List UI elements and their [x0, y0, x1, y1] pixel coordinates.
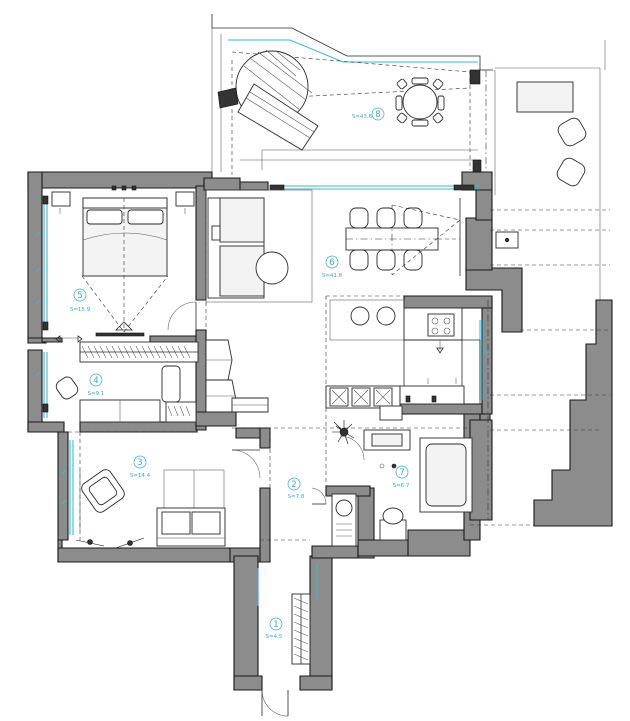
- room-label-4: 4 S=9.1: [88, 373, 105, 397]
- wardrobe-area: [55, 335, 199, 423]
- room-label-1: 1 S=4.5: [266, 617, 283, 640]
- bedroom-furniture: [51, 185, 195, 337]
- room-area: S=14.4: [130, 473, 151, 479]
- spiral-stair-icon: [217, 49, 319, 151]
- room-number: 1: [273, 620, 278, 630]
- room-label-3: 3 S=14.4: [130, 455, 151, 479]
- window-marks: [35, 231, 489, 505]
- room-number: 4: [93, 376, 98, 386]
- dining-set: [345, 198, 519, 276]
- room-label-2: 2 S=7.8: [288, 477, 305, 500]
- hall-cabinets: [205, 339, 269, 413]
- room-number: 5: [77, 291, 82, 301]
- living-furniture: [205, 189, 313, 303]
- chairs-icon: [349, 207, 423, 271]
- room-area: S=6.7: [393, 483, 410, 489]
- doors: [167, 301, 365, 717]
- room-number: 7: [399, 468, 404, 478]
- room-area: S=15.9: [70, 307, 91, 313]
- room-label-8: 8 S=43.6: [352, 107, 385, 121]
- round-table-icon: [255, 251, 289, 285]
- kitchen-sink-icon: [379, 405, 403, 421]
- stove-icon: [427, 313, 455, 337]
- terrace-dining-set: [395, 77, 445, 127]
- room-area: S=41.8: [322, 273, 343, 279]
- entry: [291, 593, 311, 665]
- room-area: S=9.1: [88, 391, 105, 397]
- room-number: 2: [291, 480, 296, 490]
- room-area: S=4.5: [266, 634, 283, 640]
- stool-icon: [350, 306, 370, 326]
- room-number: 8: [375, 110, 380, 120]
- hall: [332, 420, 355, 445]
- room-number: 6: [329, 258, 334, 268]
- room-area: S=43.6: [352, 114, 373, 120]
- windows: [42, 184, 484, 606]
- room3-furniture: [75, 469, 226, 549]
- room-area: S=7.8: [288, 494, 305, 500]
- terrace-lounge: [516, 81, 587, 187]
- room-label-7: 7 S=6.7: [393, 465, 410, 489]
- room-label-5: 5 S=15.9: [70, 288, 91, 313]
- bathroom: [331, 429, 473, 547]
- room-number: 3: [137, 458, 142, 468]
- room-label-6: 6 S=41.8: [322, 255, 343, 279]
- nightstand-icon: [51, 191, 71, 207]
- plant-icon: [332, 420, 355, 445]
- kitchen: [325, 299, 481, 421]
